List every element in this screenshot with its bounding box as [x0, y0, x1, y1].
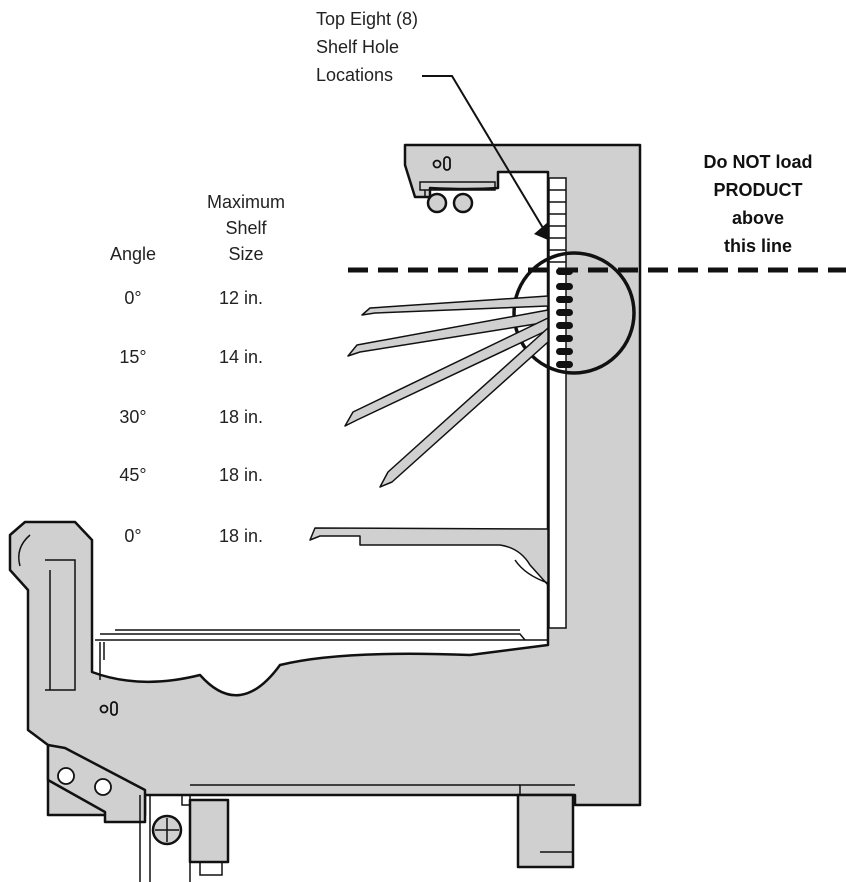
warning-line-4: this line [724, 236, 792, 256]
size-header-line-2: Shelf [225, 218, 267, 238]
shelf-bottom-0deg-18in [309, 527, 549, 586]
callout-line-2: Shelf Hole [316, 37, 399, 57]
angle-header: Angle [110, 244, 156, 264]
cabinet-body [8, 143, 642, 817]
shelf-45deg-18in [379, 327, 549, 488]
row-5-angle: 0° [124, 526, 141, 546]
row-1-size: 12 in. [219, 288, 263, 308]
warning-line-1: Do NOT load [704, 152, 813, 172]
row-2-size: 14 in. [219, 347, 263, 367]
warning-line-2: PRODUCT [714, 180, 803, 200]
warning-line-3: above [732, 208, 784, 228]
shelf-standard [548, 177, 567, 629]
callout-line-3: Locations [316, 65, 393, 85]
callout-leader-arrow [422, 75, 548, 240]
row-3-size: 18 in. [219, 407, 263, 427]
shelf-hole-highlight-circle [512, 251, 636, 375]
row-2-angle: 15° [119, 347, 146, 367]
row-4-angle: 45° [119, 465, 146, 485]
lower-hole-icon [99, 701, 118, 716]
row-4-size: 18 in. [219, 465, 263, 485]
base-right-leg [516, 793, 575, 869]
row-5-size: 18 in. [219, 526, 263, 546]
base-left-bracket [46, 743, 147, 824]
callout-line-1: Top Eight (8) [316, 9, 418, 29]
top-light-fixture [419, 181, 496, 214]
top-cap-hole-icon [432, 156, 451, 171]
size-header-line-1: Maximum [207, 192, 285, 212]
row-3-angle: 30° [119, 407, 146, 427]
shelf-0deg-12in [361, 295, 549, 316]
base-left-leg [139, 795, 230, 882]
row-1-angle: 0° [124, 288, 141, 308]
size-header-line-3: Size [228, 244, 263, 264]
